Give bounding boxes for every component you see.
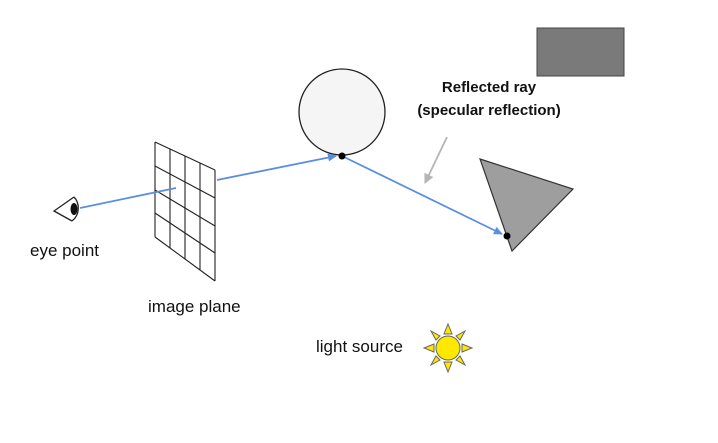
light-source-label: light source: [316, 337, 403, 356]
gray-box: [536, 27, 625, 77]
reflected-ray: [341, 155, 503, 235]
reflected-ray-label-line2: (specular reflection): [417, 102, 561, 119]
image-plane-label: image plane: [148, 297, 241, 316]
sun-icon: [422, 322, 474, 374]
eye-point-label: eye point: [30, 241, 99, 260]
reflected-ray-label: Reflected ray (specular reflection): [394, 76, 584, 122]
sphere: [298, 68, 386, 156]
label-pointer-arrow: [424, 136, 448, 184]
ray-eye-to-plane: [79, 187, 177, 209]
sphere-hit-point: [338, 152, 346, 160]
reflected-ray-label-line1: Reflected ray: [441, 79, 537, 96]
image-plane-grid: [154, 141, 216, 282]
ray-plane-to-sphere: [216, 153, 337, 181]
triangle-hit-point: [503, 232, 511, 240]
triangle-object: [479, 158, 575, 253]
eye-icon: [52, 196, 79, 222]
